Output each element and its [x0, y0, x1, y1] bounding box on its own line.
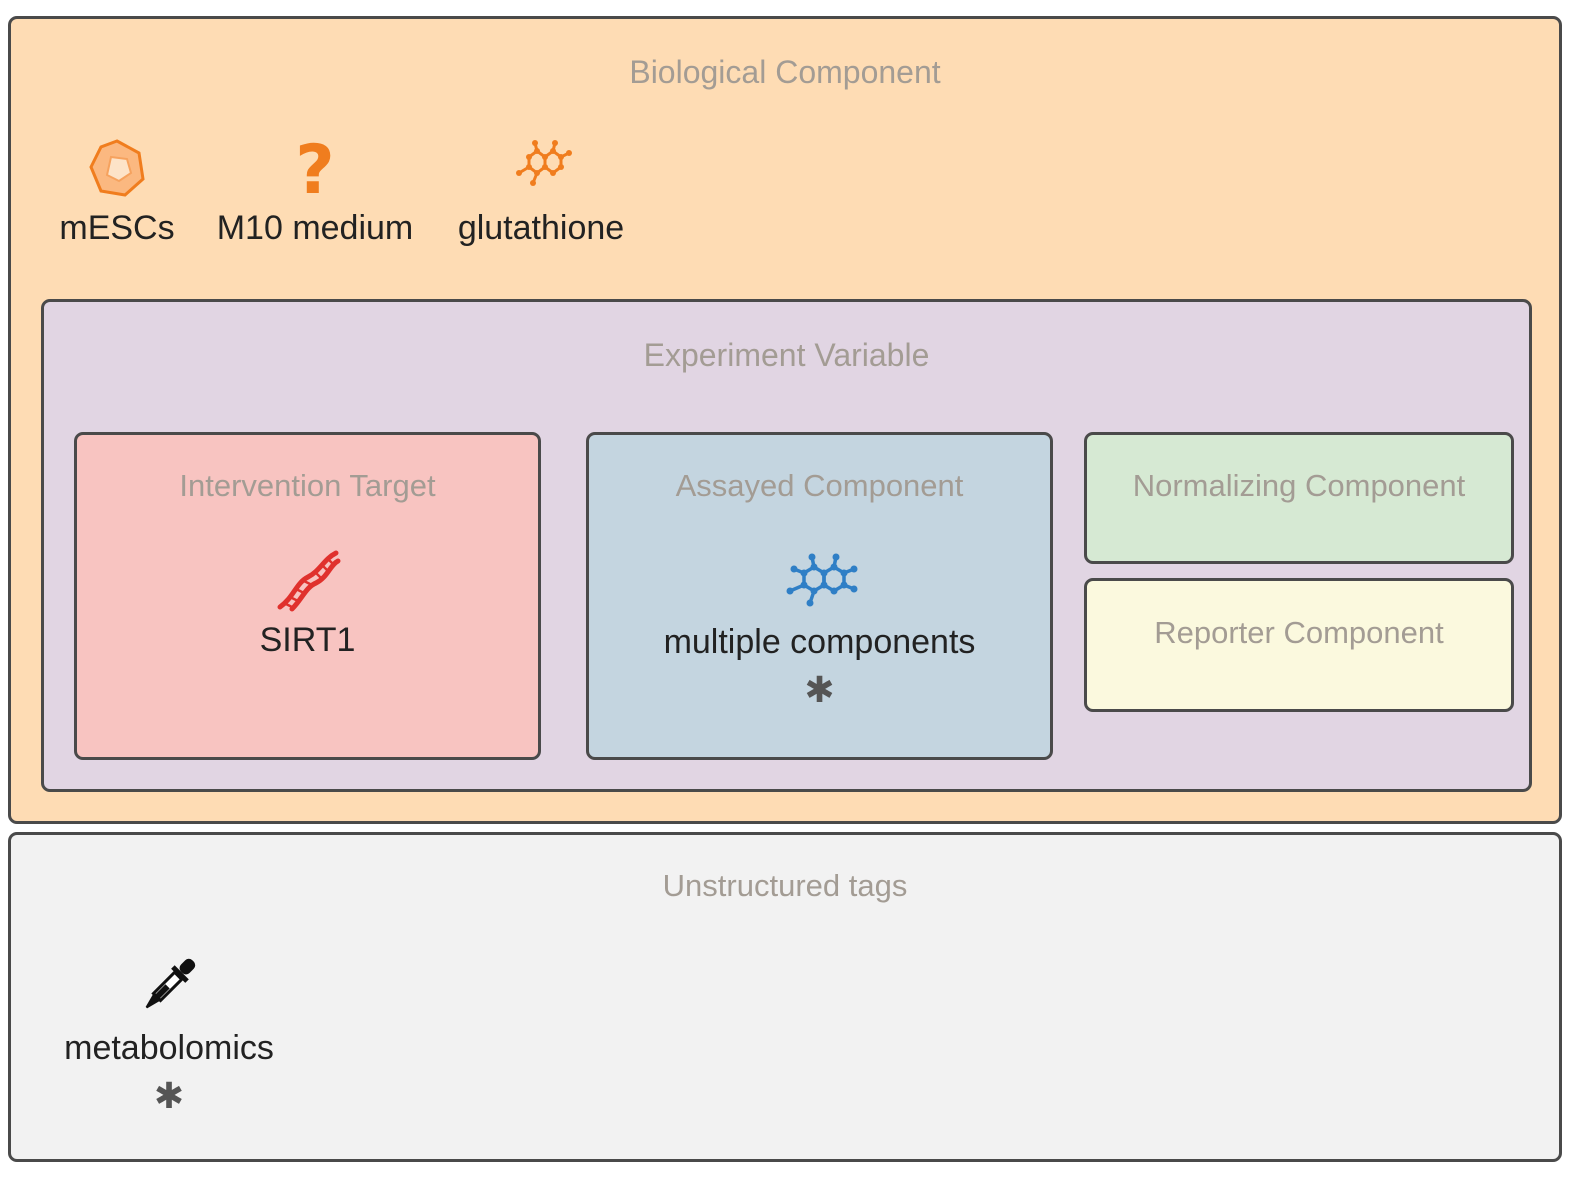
- reporter-component-box[interactable]: Reporter Component: [1084, 578, 1514, 712]
- tag-m10-medium[interactable]: ? M10 medium: [211, 131, 419, 247]
- intervention-target-box[interactable]: Intervention Target: [74, 432, 541, 760]
- tag-label: mESCs: [59, 209, 175, 247]
- asterisk-icon: ✱: [804, 670, 835, 711]
- dna-icon: [277, 550, 340, 612]
- tag-label: M10 medium: [216, 209, 414, 247]
- tag-multiple-components[interactable]: multiple components ✱: [589, 551, 1050, 709]
- tag-label: SIRT1: [259, 621, 356, 659]
- pipette-icon: [145, 958, 196, 1009]
- molecule-icon: [516, 140, 572, 186]
- assayed-component-title: Assayed Component: [675, 468, 964, 503]
- unstructured-tags-panel[interactable]: Unstructured tags metabolomics ✱: [8, 832, 1562, 1162]
- tag-label: multiple components: [663, 623, 976, 661]
- tag-glutathione[interactable]: glutathione: [451, 137, 631, 245]
- tag-label: metabolomics: [64, 1029, 274, 1067]
- unstructured-tags-title: Unstructured tags: [662, 868, 908, 903]
- normalizing-component-title: Normalizing Component: [1132, 468, 1466, 503]
- cell-icon: [89, 139, 145, 197]
- tag-sirt1[interactable]: SIRT1: [77, 547, 538, 657]
- intervention-target-title: Intervention Target: [179, 468, 436, 503]
- question-mark-icon: ?: [295, 131, 335, 210]
- tag-label: glutathione: [457, 209, 625, 247]
- biological-component-title: Biological Component: [629, 54, 941, 90]
- experiment-variable-panel[interactable]: Experiment Variable Intervention Target: [41, 299, 1532, 792]
- tag-metabolomics[interactable]: metabolomics ✱: [55, 953, 283, 1115]
- asterisk-icon: ✱: [153, 1076, 185, 1117]
- molecule-icon: [786, 553, 857, 607]
- biological-component-panel[interactable]: Biological Component mESCs ? M10 medium: [8, 16, 1562, 824]
- normalizing-component-box[interactable]: Normalizing Component: [1084, 432, 1514, 564]
- experiment-variable-title: Experiment Variable: [643, 337, 930, 373]
- reporter-component-title: Reporter Component: [1154, 615, 1444, 650]
- tag-mescs[interactable]: mESCs: [57, 137, 177, 245]
- assayed-component-box[interactable]: Assayed Component: [586, 432, 1053, 760]
